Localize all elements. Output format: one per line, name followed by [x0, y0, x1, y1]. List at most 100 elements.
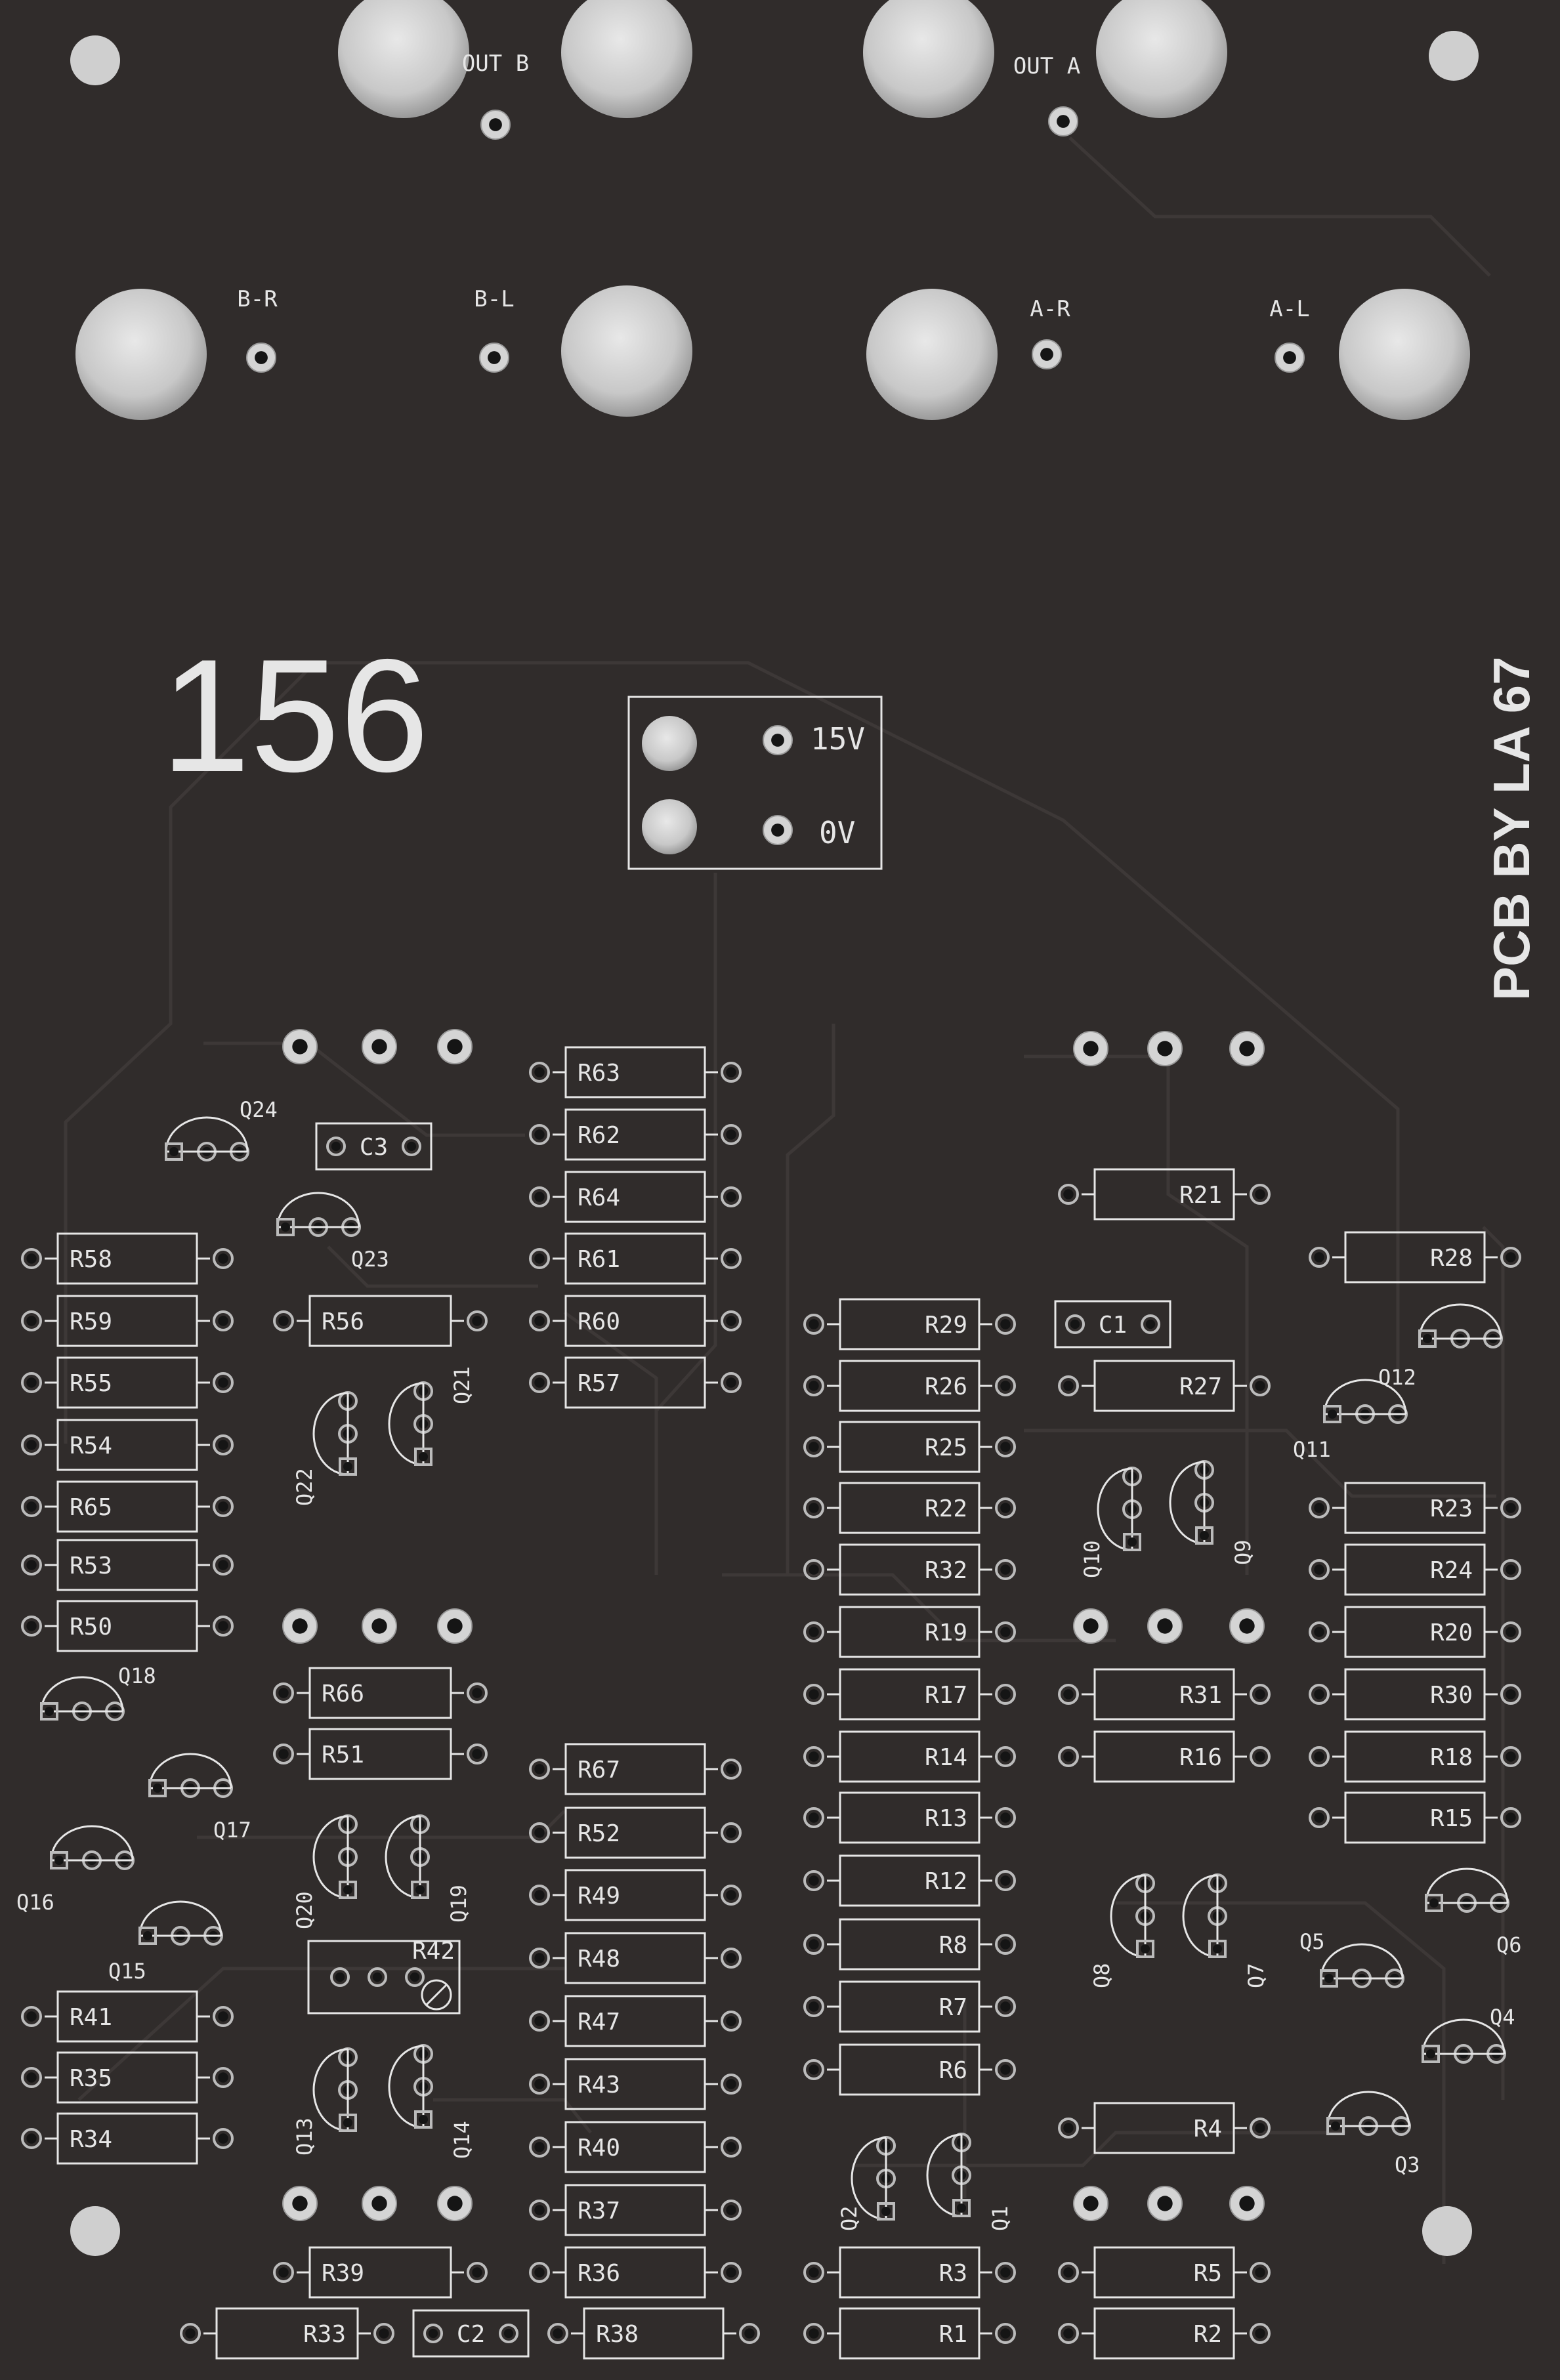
resistor-r37: R37	[553, 2184, 718, 2236]
label-r25: R25	[925, 1434, 967, 1461]
label-q9: Q9	[1231, 1539, 1255, 1565]
label-r58: R58	[70, 1246, 112, 1273]
label-b-r: B-R	[237, 286, 278, 312]
resistor-r60: R60	[553, 1295, 718, 1347]
resistor-pad	[467, 1682, 488, 1703]
resistor-r62: R62	[553, 1108, 718, 1161]
label-r3: R3	[939, 2260, 967, 2287]
label-q21: Q21	[450, 1366, 474, 1404]
pot-pad	[362, 2186, 397, 2221]
transistor-q4: Q4	[1422, 2005, 1515, 2063]
resistor-pad	[529, 1885, 550, 1906]
label-q24: Q24	[240, 1097, 278, 1122]
label-q4: Q4	[1490, 2005, 1515, 2030]
resistor-pad	[721, 1885, 742, 1906]
jack-pin-pad	[763, 815, 793, 845]
resistor-pad	[1500, 1746, 1521, 1767]
label-r39: R39	[322, 2260, 364, 2287]
jack-hole	[561, 285, 692, 417]
trimmer-pad	[368, 1967, 387, 1987]
label-q5: Q5	[1299, 1929, 1325, 1954]
resistor-pad	[1250, 1746, 1271, 1767]
resistor-pad	[467, 1743, 488, 1764]
label-q17: Q17	[213, 1818, 251, 1843]
resistor-pad	[721, 1948, 742, 1969]
resistor-pad	[721, 1372, 742, 1393]
resistor-pad	[721, 1248, 742, 1269]
power-header-outline	[627, 696, 883, 870]
pot-pad	[437, 1608, 473, 1644]
resistor-r40: R40	[553, 2121, 718, 2173]
resistor-pad	[995, 1621, 1016, 1642]
label-r14: R14	[925, 1744, 967, 1771]
resistor-r52: R52	[553, 1806, 718, 1859]
resistor-pad	[995, 1559, 1016, 1580]
label-r63: R63	[578, 1060, 620, 1087]
resistor-pad	[21, 2006, 42, 2027]
jack-hole	[338, 0, 469, 118]
transistor-q24: Q24	[165, 1097, 278, 1161]
resistor-r27: R27	[1082, 1360, 1247, 1412]
resistor-pad	[803, 1559, 824, 1580]
copper-trace	[1024, 1429, 1496, 1498]
mounting-holes	[70, 0, 1479, 2256]
resistor-r51: R51	[297, 1728, 464, 1780]
transistor-q7: Q7	[1182, 1874, 1269, 1988]
capacitor-pad	[326, 1137, 346, 1156]
label-c1: C1	[1099, 1312, 1127, 1339]
power-post-hole	[642, 799, 697, 854]
label-r43: R43	[578, 2072, 620, 2098]
label-r27: R27	[1179, 1373, 1222, 1400]
resistor-r63: R63	[553, 1046, 718, 1098]
resistor-r26: R26	[827, 1360, 992, 1412]
label-r42: R42	[412, 1938, 455, 1965]
resistor-pad	[803, 1746, 824, 1767]
label-q10: Q10	[1080, 1540, 1105, 1578]
resistor-r7: R7	[827, 1980, 992, 2033]
label-r67: R67	[578, 1757, 620, 1784]
resistor-r5: R5	[1082, 2246, 1247, 2299]
resistor-pad	[529, 1186, 550, 1207]
resistor-pad	[803, 1996, 824, 2017]
resistor-pad	[529, 1124, 550, 1145]
resistor-pad	[803, 2059, 824, 2080]
resistor-pad	[1500, 1247, 1521, 1268]
label-r40: R40	[578, 2135, 620, 2161]
label-r29: R29	[925, 1312, 967, 1339]
capacitor-pad	[402, 1137, 421, 1156]
transistor-q19: Q19	[385, 1815, 471, 1923]
label-c3: C3	[360, 1134, 388, 1161]
label-q11: Q11	[1293, 1437, 1331, 1462]
label-r35: R35	[70, 2065, 112, 2092]
label-r48: R48	[578, 1946, 620, 1973]
resistor-r39: R39	[297, 2246, 464, 2299]
label-r5: R5	[1194, 2260, 1222, 2287]
resistor-r4: R4	[1082, 2102, 1247, 2154]
label-r64: R64	[578, 1184, 620, 1211]
resistor-pad	[21, 1555, 42, 1576]
resistor-pad	[213, 2067, 234, 2088]
label-r32: R32	[925, 1557, 967, 1584]
resistor-pad	[995, 1746, 1016, 1767]
resistor-r43: R43	[553, 2058, 718, 2110]
resistor-pad	[995, 2059, 1016, 2080]
transistor-q5: Q5	[1299, 1929, 1404, 1988]
label-a-r: A-R	[1030, 296, 1070, 322]
resistor-r33: R33	[203, 2307, 371, 2360]
resistor-pad	[529, 1822, 550, 1843]
resistor-pad	[467, 2262, 488, 2283]
resistor-r41: R41	[45, 1990, 210, 2043]
pot-pad	[1073, 2186, 1108, 2221]
resistor-r47: R47	[553, 1995, 718, 2047]
resistor-pad	[1500, 1497, 1521, 1518]
copper-trace	[77, 1967, 564, 2101]
pot-pad	[1147, 1608, 1183, 1644]
label-c2: C2	[457, 2321, 485, 2348]
transistor-q13: Q13	[292, 2048, 357, 2156]
mounting-hole	[1422, 2206, 1472, 2256]
resistor-pad	[1250, 1375, 1271, 1396]
copper-trace	[571, 661, 1400, 1378]
label-0v: 0V	[819, 815, 855, 850]
capacitor-pad	[423, 2324, 443, 2343]
